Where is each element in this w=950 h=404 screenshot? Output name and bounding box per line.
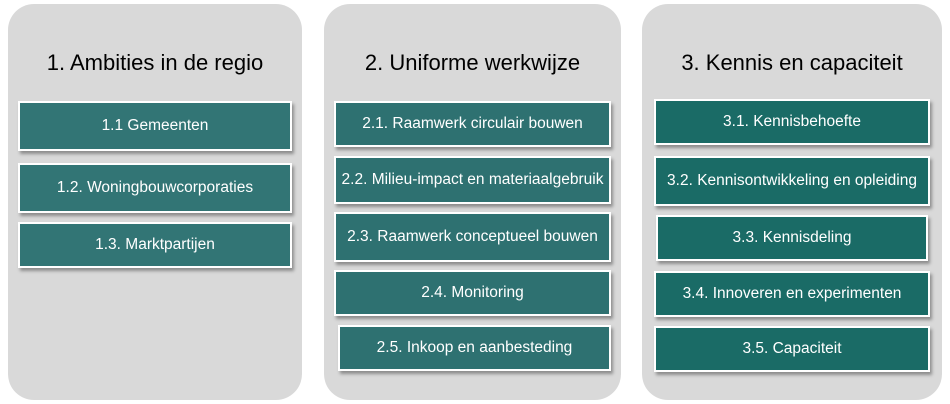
- column-title: 2. Uniforme werkwijze: [364, 50, 581, 75]
- item-2-2: 2.2. Milieu-impact en materiaalgebruik: [334, 156, 611, 204]
- column-uniforme-werkwijze: 2. Uniforme werkwijze 2.1. Raamwerk circ…: [324, 4, 621, 400]
- column-title: 3. Kennis en capaciteit: [681, 50, 903, 75]
- item-2-4: 2.4. Monitoring: [334, 270, 611, 316]
- item-3-5: 3.5. Capaciteit: [654, 326, 930, 372]
- item-3-3: 3.3. Kennisdeling: [656, 215, 928, 261]
- item-1-1: 1.1 Gemeenten: [18, 101, 292, 151]
- item-1-3: 1.3. Marktpartijen: [18, 222, 292, 268]
- column-title: 1. Ambities in de regio: [46, 50, 264, 75]
- item-3-4: 3.4. Innoveren en experimenten: [654, 271, 930, 317]
- item-2-3: 2.3. Raamwerk conceptueel bouwen: [334, 212, 611, 262]
- item-1-2: 1.2. Woningbouwcorporaties: [18, 163, 292, 213]
- item-3-2: 3.2. Kennisontwikkeling en opleiding: [654, 156, 930, 206]
- column-kennis-en-capaciteit: 3. Kennis en capaciteit 3.1. Kennisbehoe…: [642, 4, 942, 400]
- item-3-1: 3.1. Kennisbehoefte: [654, 99, 930, 145]
- item-2-5: 2.5. Inkoop en aanbesteding: [338, 325, 611, 371]
- column-ambities: 1. Ambities in de regio 1.1 Gemeenten 1.…: [8, 4, 302, 400]
- item-2-1: 2.1. Raamwerk circulair bouwen: [334, 101, 611, 147]
